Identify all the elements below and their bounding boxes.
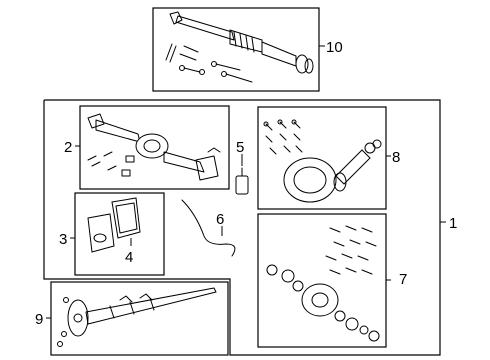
callout-4: 4	[125, 249, 133, 266]
vent-part	[235, 167, 249, 195]
callout-5: 5	[236, 139, 244, 156]
vent-tube-part	[181, 199, 236, 257]
box-drive-shaft	[152, 7, 320, 92]
ring-pinion-bolts	[263, 119, 303, 155]
box-ring-pinion	[257, 106, 387, 210]
axle-housing-brackets	[87, 151, 135, 177]
pinion-gear-part	[333, 139, 382, 192]
callout-9: 9	[35, 311, 43, 328]
assembly-frame	[43, 99, 441, 356]
ring-gear-part	[283, 157, 337, 203]
callout-2: 2	[64, 139, 72, 156]
callout-8: 8	[392, 149, 400, 166]
axle-shaft-part	[57, 287, 217, 347]
diff-case-part	[266, 264, 380, 342]
callout-6: 6	[216, 211, 224, 228]
box-axle-housing	[79, 105, 230, 190]
box-diff-cover	[74, 192, 165, 276]
drive-shaft-bolts	[165, 43, 253, 83]
axle-housing-part	[87, 113, 221, 181]
callout-7: 7	[399, 271, 407, 288]
callout-1: 1	[449, 215, 457, 232]
diff-cover-part	[87, 197, 141, 253]
callout-3: 3	[59, 231, 67, 248]
callout-10: 10	[326, 39, 343, 56]
diff-case-bolts	[325, 225, 377, 275]
drive-shaft-part	[169, 11, 314, 74]
